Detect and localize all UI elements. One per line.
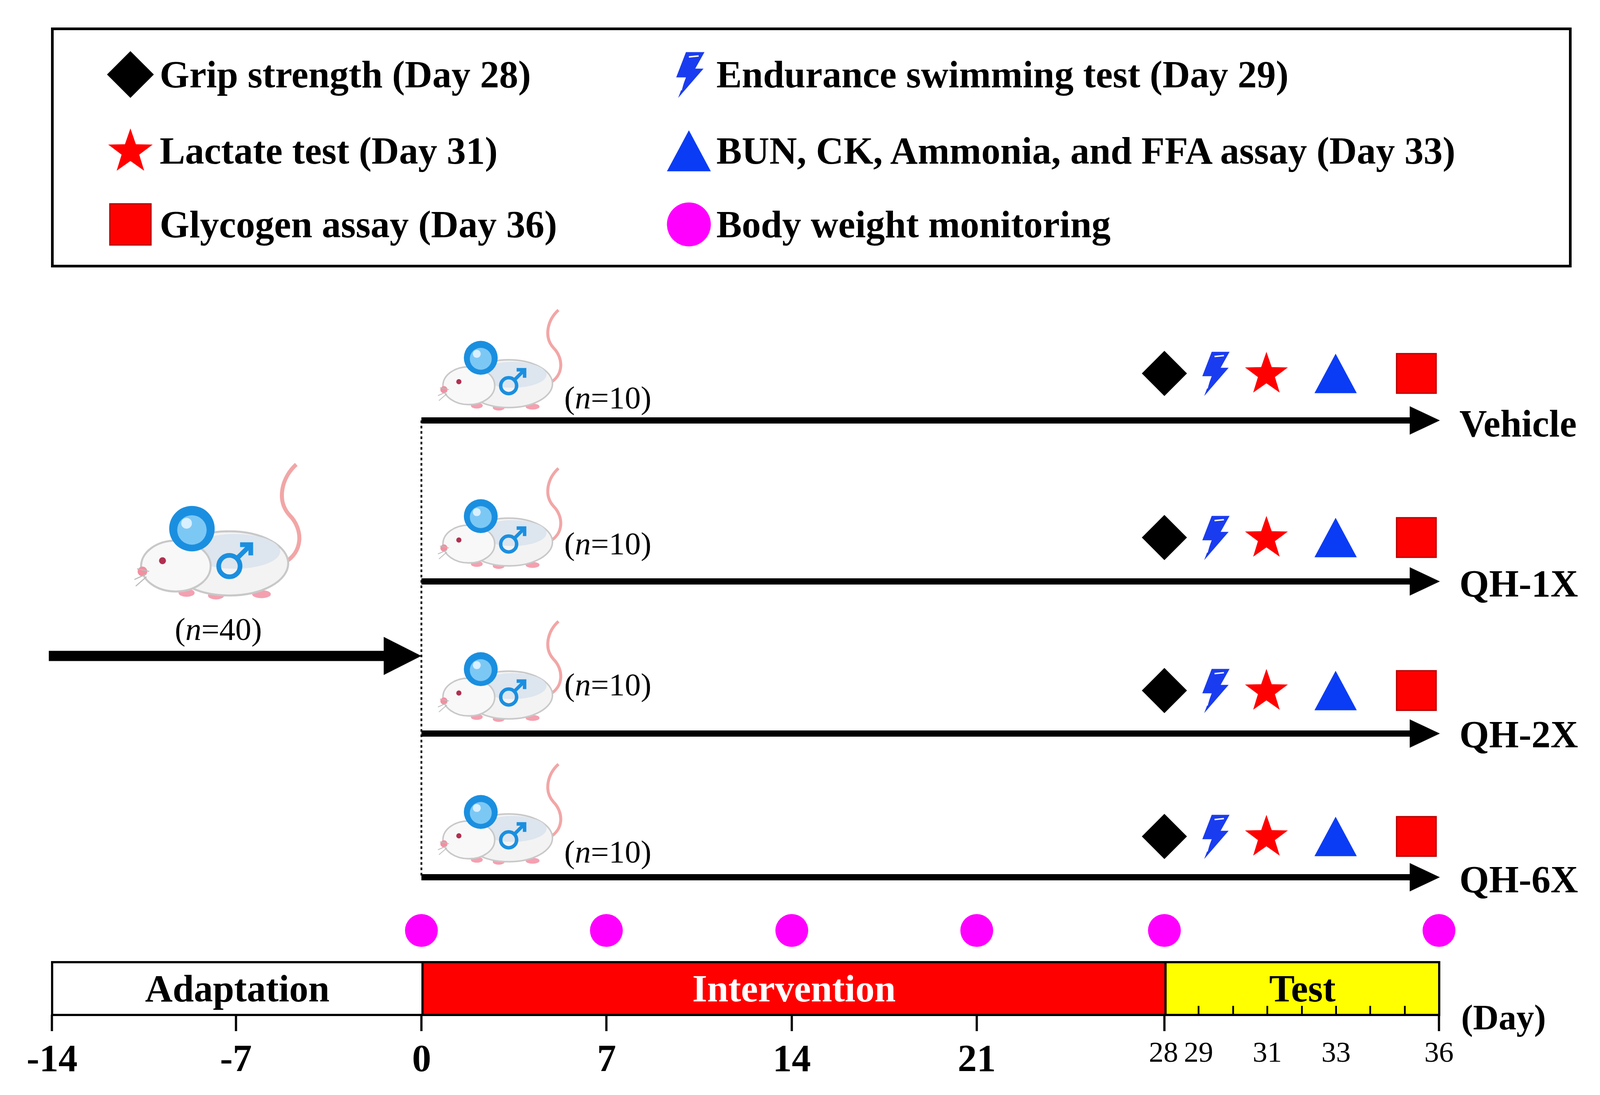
legend-diamond: [106, 51, 154, 99]
legend-text: Glycogen assay (Day 36): [159, 202, 558, 247]
test-star: [1245, 351, 1289, 393]
arrow-head: [1409, 567, 1440, 596]
axis-label: 31: [1252, 1037, 1282, 1067]
arrow-head: [1409, 863, 1440, 892]
group-label: (n=10): [564, 836, 652, 869]
arrow-head: [1409, 719, 1440, 748]
weight-dot: [1422, 914, 1456, 948]
weight-dot: [960, 914, 994, 948]
major-tick: [605, 1014, 608, 1032]
major-tick: [1163, 1014, 1166, 1032]
test-diamond: [1141, 668, 1188, 714]
band-label: Test: [1269, 969, 1336, 1008]
legend-square: [110, 204, 151, 245]
test-diamond: [1141, 813, 1188, 860]
major-tick: [51, 1014, 54, 1032]
group-label: QH-2X: [1459, 715, 1579, 754]
major-tick: [235, 1014, 238, 1032]
legend-text: Endurance swimming test (Day 29): [716, 52, 1289, 97]
test-star: [1245, 515, 1289, 557]
axis-label: 14: [772, 1039, 811, 1078]
test-square: [1396, 353, 1436, 394]
legend-triangle: [667, 130, 712, 172]
mouse-icon: [437, 621, 561, 723]
arrow-head: [383, 636, 422, 676]
mouse-icon: [437, 468, 561, 570]
test-bolt: [1202, 814, 1230, 860]
group-arrow: [421, 417, 1413, 424]
legend-text: Lactate test (Day 31): [159, 129, 498, 173]
axis-label: 7: [597, 1039, 617, 1078]
legend-star: [108, 128, 153, 171]
weight-dot: [775, 914, 809, 948]
test-bolt: [1202, 515, 1230, 561]
legend-text: Body weight monitoring: [716, 202, 1111, 247]
weight-dot: [1147, 914, 1181, 948]
test-bolt: [1202, 351, 1230, 397]
band-label: Adaptation: [145, 969, 330, 1008]
band-label: Intervention: [692, 969, 897, 1008]
mouse-icon: [437, 310, 561, 411]
split-line: [420, 420, 423, 878]
axis-label: -7: [220, 1039, 252, 1078]
group-arrow: [421, 874, 1413, 881]
major-tick: [790, 1014, 794, 1032]
weight-dot: [404, 914, 438, 948]
test-triangle: [1314, 816, 1357, 857]
axis-label: 36: [1424, 1037, 1454, 1067]
test-square: [1396, 670, 1436, 711]
test-triangle: [1314, 353, 1357, 394]
legend-text: Grip strength (Day 28): [159, 52, 531, 97]
test-triangle: [1314, 517, 1357, 558]
group-label: (n=40): [174, 613, 263, 646]
weight-dot: [589, 914, 623, 948]
test-diamond: [1141, 514, 1188, 561]
test-square: [1396, 517, 1436, 558]
test-diamond: [1141, 350, 1188, 397]
group-label: QH-6X: [1459, 860, 1579, 899]
test-star: [1245, 814, 1289, 856]
major-tick: [975, 1014, 979, 1032]
test-square: [1396, 816, 1436, 857]
axis-label: 28: [1148, 1037, 1179, 1067]
axis-label: -14: [26, 1039, 78, 1078]
group-label: (n=10): [564, 381, 652, 414]
axis-label: 29: [1183, 1037, 1214, 1067]
mouse-icon: [437, 764, 561, 865]
major-tick: [1438, 1014, 1441, 1032]
arrow-head: [1409, 406, 1440, 435]
group-label: QH-1X: [1459, 564, 1579, 603]
legend-bolt: [676, 51, 705, 98]
group-arrow: [421, 578, 1413, 585]
legend-circle: [667, 202, 712, 247]
group-label: Vehicle: [1459, 404, 1577, 443]
test-bolt: [1202, 668, 1230, 714]
axis-label: 0: [412, 1039, 432, 1078]
test-star: [1245, 668, 1289, 710]
group-label: (n=10): [564, 527, 652, 560]
major-tick: [420, 1014, 423, 1032]
group-arrow: [421, 730, 1413, 737]
axis-label: (Day): [1461, 999, 1546, 1036]
test-triangle: [1314, 670, 1357, 711]
axis-label: 21: [957, 1039, 996, 1078]
timeline-band: Adaptation: [51, 961, 424, 1017]
allocation-arrow: [48, 651, 389, 662]
legend-text: BUN, CK, Ammonia, and FFA assay (Day 33): [716, 129, 1456, 173]
group-label: (n=10): [564, 668, 652, 701]
mouse-icon: [134, 464, 300, 600]
timeline-band: Test: [1164, 961, 1441, 1017]
timeline-band: Intervention: [421, 961, 1167, 1017]
axis-label: 33: [1321, 1037, 1351, 1067]
